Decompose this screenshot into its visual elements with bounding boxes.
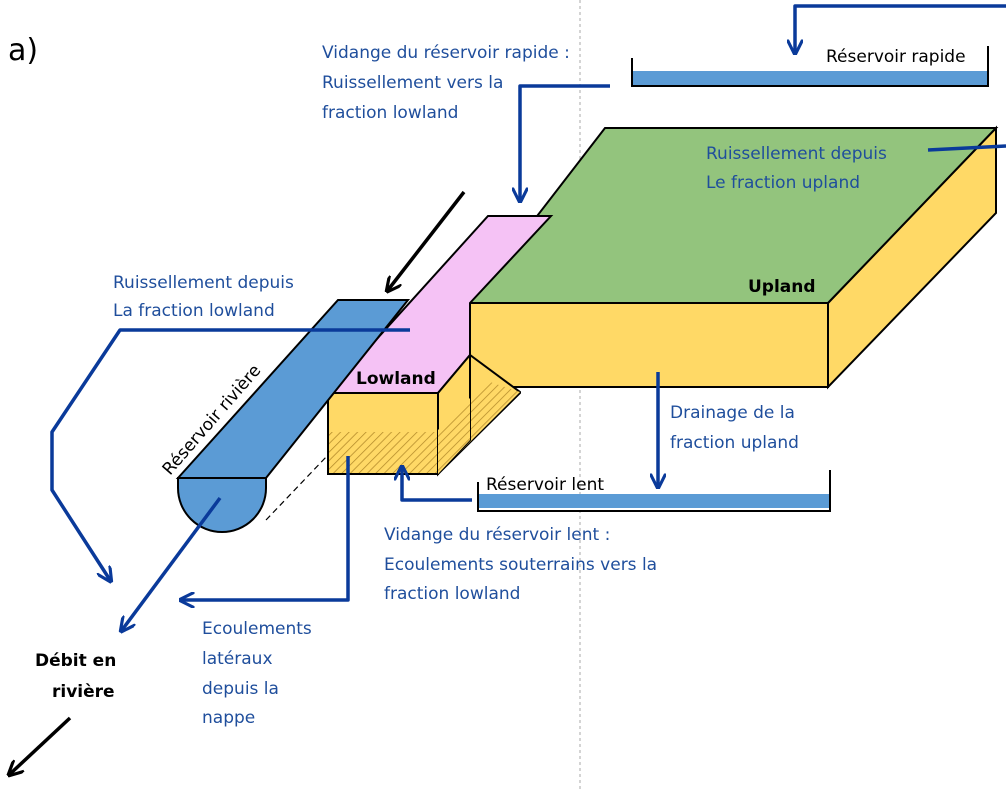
arrow-black-output [10,716,72,774]
arrow-ecoulements-lateraux [182,456,350,600]
vidange-rapide-text: Vidange du réservoir rapide : Ruissellem… [322,43,575,123]
ecoulements-lateraux-text: Ecoulements latéraux depuis la nappe [202,619,317,728]
lowland-block [325,215,554,477]
vidange-lent-text: Vidange du réservoir lent : Ecoulements … [384,525,663,604]
arrow-input-rapide [795,4,1006,52]
arrow-ruissellement-lowland [50,328,410,580]
ruissellement-lowland-text: Ruissellement depuis La fraction lowland [113,273,299,321]
arrow-ruissellement-upland [927,144,1006,152]
reservoir-lent-label: Réservoir lent [486,475,604,495]
drainage-upland-text: Drainage de la fraction upland [670,403,800,453]
arrow-black-input [388,190,466,290]
ruissellement-upland-text: Ruissellement depuis Le fraction upland [706,144,892,193]
reservoir-lent [477,470,831,512]
lowland-label: Lowland [356,369,436,389]
reservoir-rapide-label: Réservoir rapide [826,47,966,67]
arrow-vidange-rapide [520,84,610,200]
arrow-riviere-debit [122,496,222,630]
reservoir-rapide [631,46,989,87]
debit-riviere-text: Débit en rivière [35,651,122,702]
reservoir-riviere [175,299,411,534]
upland-label: Upland [748,277,816,297]
upland-block [467,125,999,390]
arrow-vidange-lent [402,468,472,502]
panel-label: a) [8,33,38,68]
